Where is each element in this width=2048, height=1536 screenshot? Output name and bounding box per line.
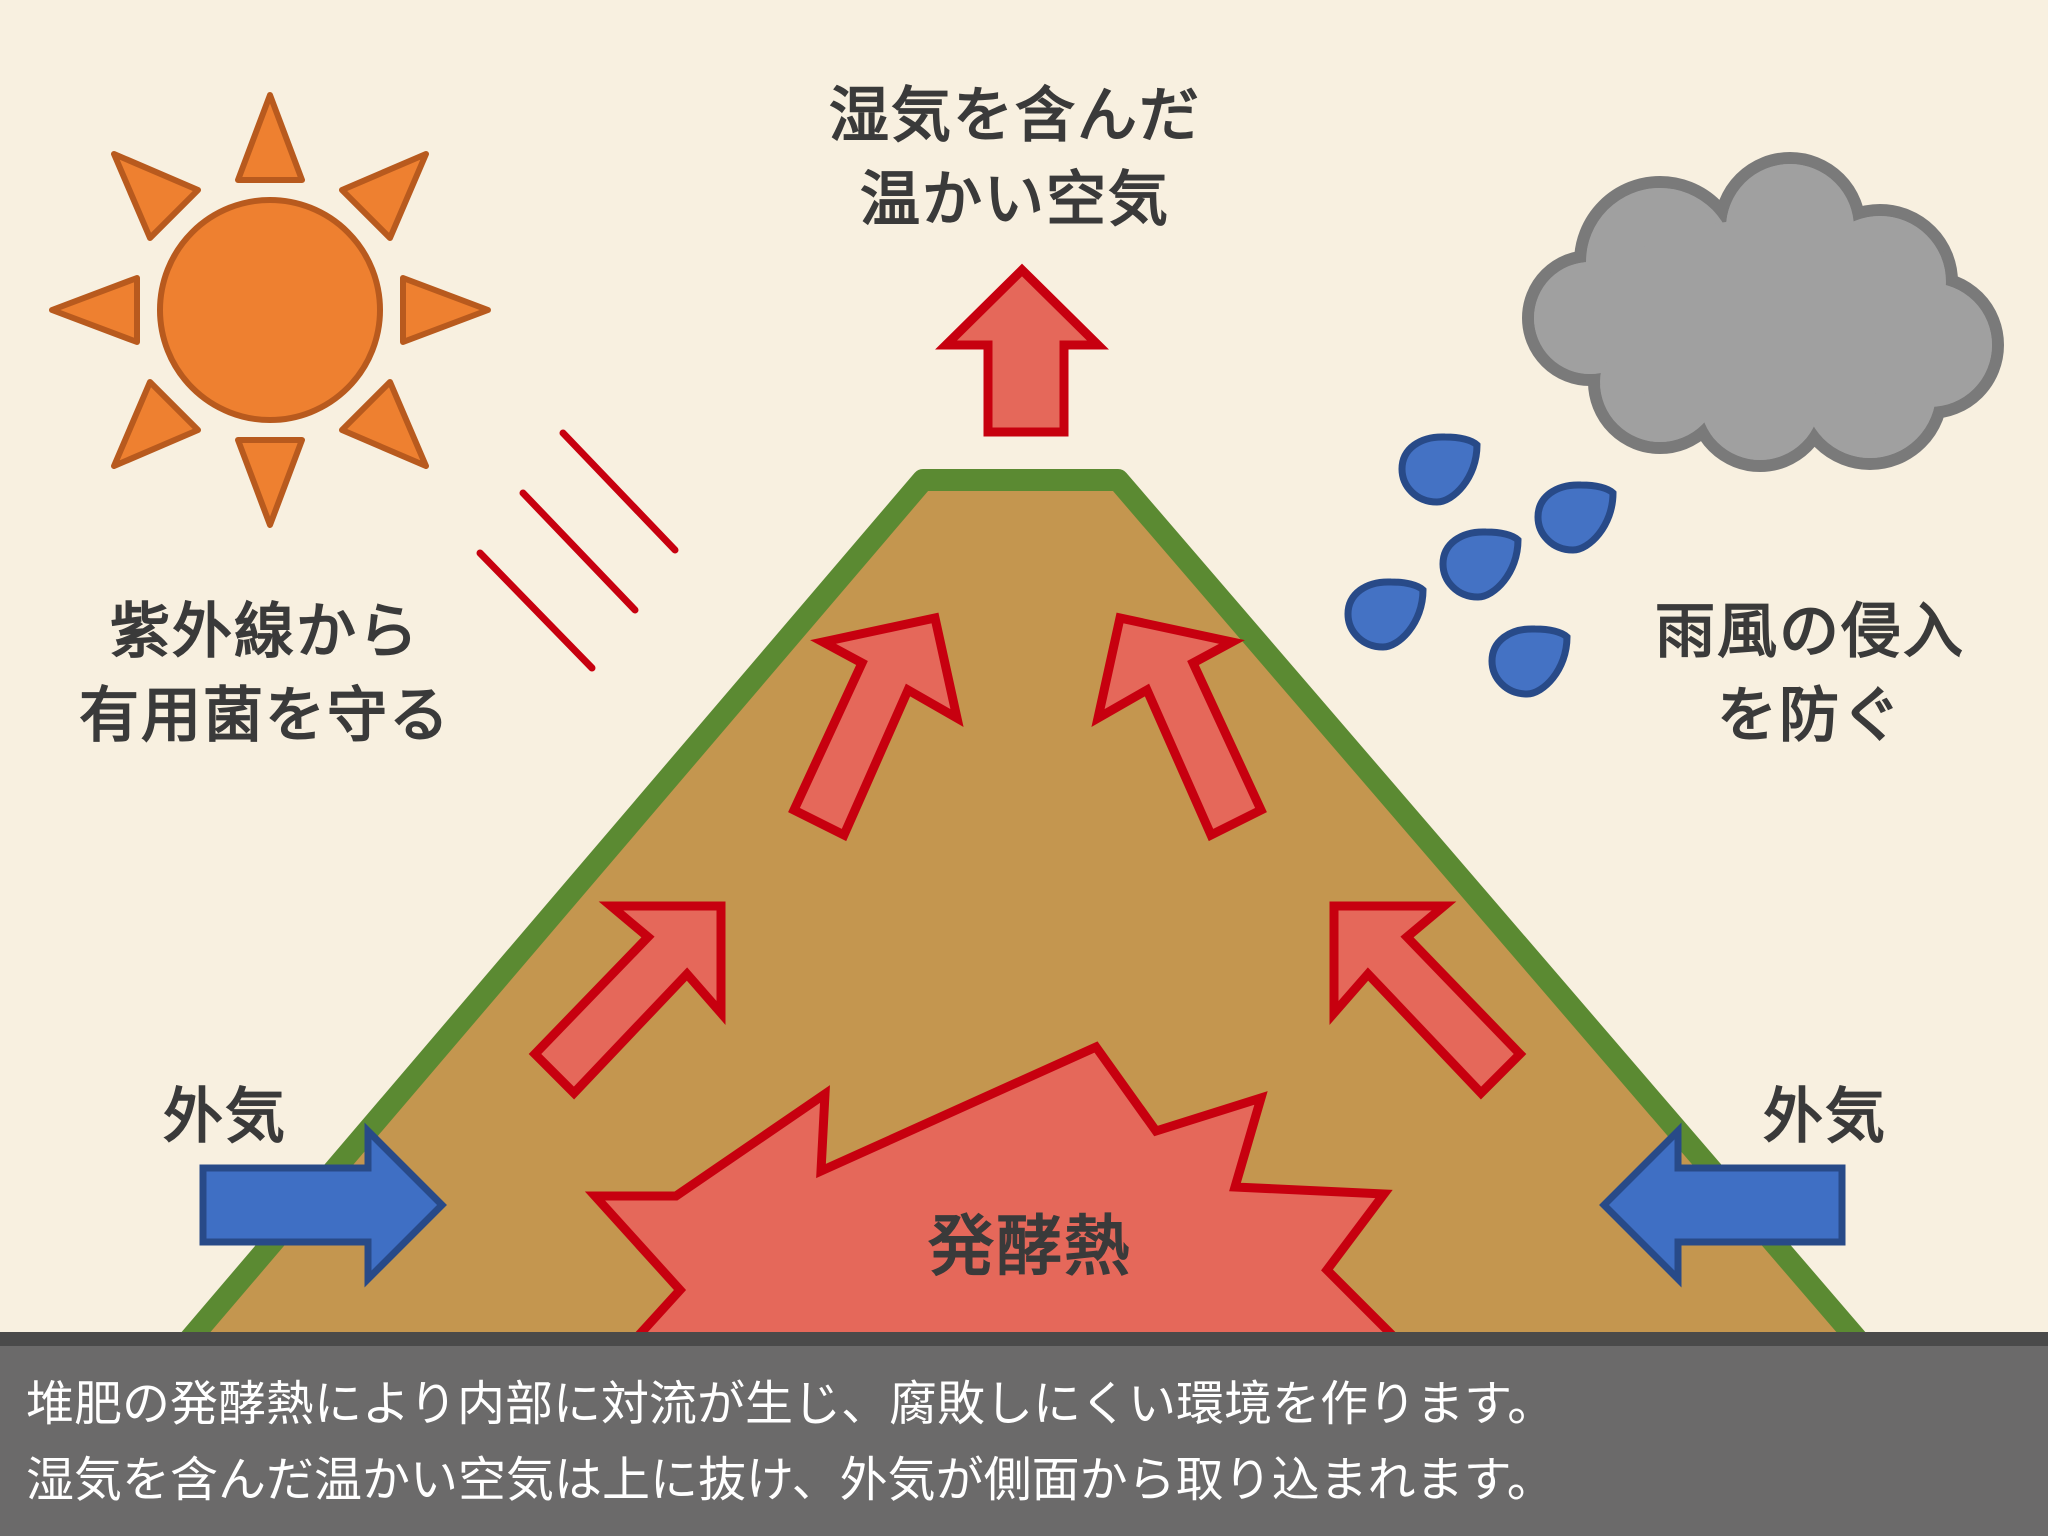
warm-air-exit-arrow — [935, 263, 1109, 437]
uv-protection-label: 紫外線から 有用菌を守る — [15, 590, 515, 758]
convection-arrow-upper-left — [788, 612, 964, 842]
outside-air-label-left: 外気 — [163, 1082, 287, 1152]
convection-arrow-lower-left — [528, 901, 726, 1100]
warm-humid-air-line1: 湿気を含んだ — [829, 81, 1201, 151]
warm-humid-air-label: 湿気を含んだ 温かい空気 — [770, 74, 1260, 242]
outside-air-arrow-right — [1599, 1122, 1846, 1288]
raindrop-icon — [1344, 433, 1617, 698]
fermentation-heat-label: 発酵熱 — [928, 1208, 1132, 1285]
outside-air-label-right: 外気 — [1763, 1082, 1887, 1152]
caption-line2: 湿気を含んだ温かい空気は上に抜け、外気が側面から取り込まれます。 — [26, 1452, 1555, 1508]
heat-burst-icon — [584, 1041, 1413, 1350]
convection-arrow-upper-right — [1091, 612, 1267, 842]
sun-icon — [49, 92, 491, 528]
uv-ray-icon — [476, 429, 679, 672]
rain-protection-line2: を防ぐ — [1717, 681, 1903, 751]
caption-line1: 堆肥の発酵熱により内部に対流が生じ、腐敗しにくい環境を作ります。 — [26, 1376, 1556, 1432]
warm-humid-air-line2: 温かい空気 — [860, 165, 1170, 235]
caption-bar: 堆肥の発酵熱により内部に対流が生じ、腐敗しにくい環境を作ります。 湿気を含んだ温… — [0, 1332, 2048, 1536]
convection-arrows — [528, 612, 1527, 1100]
cloud-icon — [1522, 152, 2004, 472]
uv-protection-line1: 紫外線から — [110, 597, 420, 667]
rain-protection-label: 雨風の侵入 を防ぐ — [1600, 590, 2020, 758]
uv-protection-line2: 有用菌を守る — [79, 681, 451, 751]
rain-protection-line1: 雨風の侵入 — [1655, 597, 1965, 667]
convection-arrow-lower-right — [1329, 901, 1527, 1100]
outside-air-arrow-left — [199, 1122, 447, 1288]
